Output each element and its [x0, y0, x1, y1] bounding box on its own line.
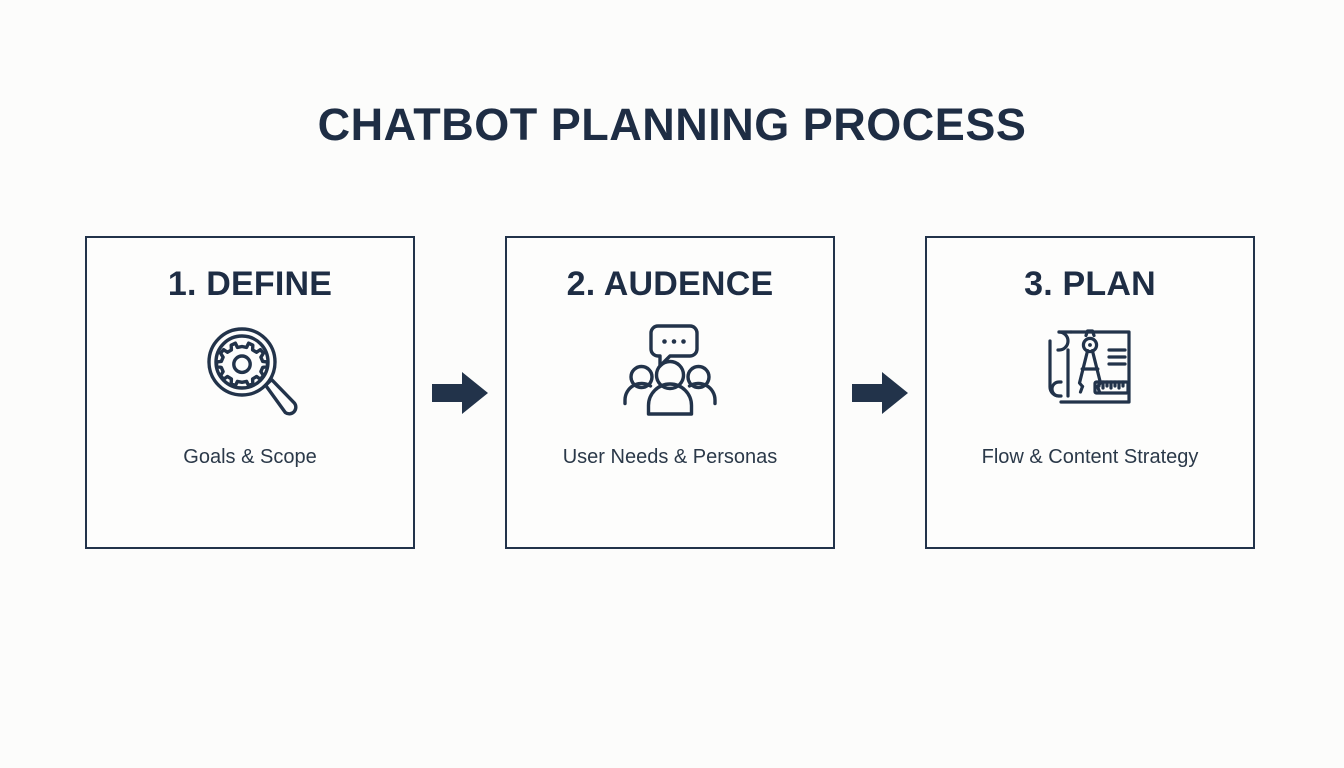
step-heading: 3. PLAN — [1024, 265, 1156, 303]
blueprint-compass-ruler-icon — [1038, 318, 1142, 422]
magnifier-gear-icon — [198, 318, 302, 422]
step-heading: 1. DEFINE — [167, 265, 333, 303]
step-card-audience[interactable]: 2. AUDENCE — [505, 236, 835, 549]
step-card-define[interactable]: 1. DEFINE Goals & Scope — [85, 236, 415, 549]
people-speech-bubble-icon — [618, 318, 722, 422]
step-caption: User Needs & Personas — [562, 446, 778, 468]
step-caption: Goals & Scope — [183, 446, 317, 468]
arrow-right-icon — [835, 236, 925, 549]
page-title: CHATBOT PLANNING PROCESS — [317, 99, 1027, 150]
step-caption: Flow & Content Strategy — [981, 446, 1199, 468]
process-flow: 1. DEFINE Goals & Scope — [85, 236, 1255, 549]
arrow-right-icon — [415, 236, 505, 549]
step-card-plan[interactable]: 3. PLAN — [925, 236, 1255, 549]
step-heading: 2. AUDENCE — [566, 265, 774, 303]
